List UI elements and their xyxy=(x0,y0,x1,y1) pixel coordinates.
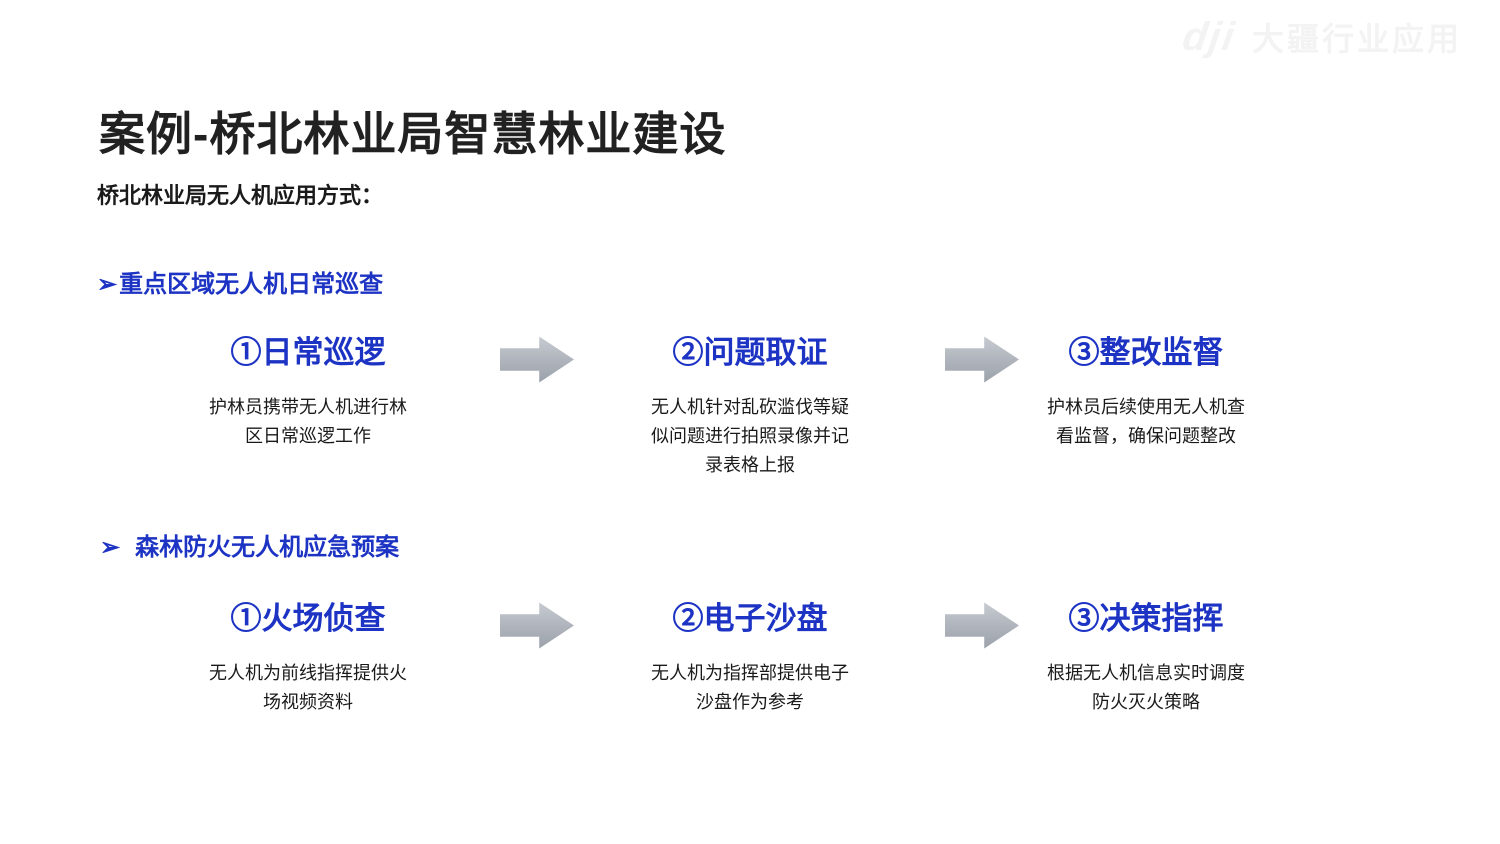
step-decision-command: ③决策指挥 根据无人机信息实时调度 防火灭火策略 xyxy=(1016,600,1276,717)
desc-line: 防火灭火策略 xyxy=(1092,692,1200,713)
step-title: ③决策指挥 xyxy=(1068,601,1224,636)
step-description: 无人机为指挥部提供电子 沙盘作为参考 xyxy=(620,659,880,717)
desc-line: 区日常巡逻工作 xyxy=(245,426,371,447)
step-description: 无人机针对乱砍滥伐等疑 似问题进行拍照录像并记 录表格上报 xyxy=(620,393,880,480)
arrowhead-bullet-icon: ➢ xyxy=(97,271,118,298)
step-title: ③整改监督 xyxy=(1068,335,1224,370)
desc-line: 无人机为指挥部提供电子 xyxy=(651,663,849,684)
desc-line: 看监督，确保问题整改 xyxy=(1056,426,1236,447)
desc-line: 录表格上报 xyxy=(705,455,795,476)
step-digital-sandtable: ②电子沙盘 无人机为指挥部提供电子 沙盘作为参考 xyxy=(620,600,880,717)
dji-logo-label: 大疆行业应用 xyxy=(1251,21,1462,57)
step-title: ②问题取证 xyxy=(672,335,828,370)
dji-logo-icon: dji xyxy=(1180,14,1240,59)
step-description: 护林员后续使用无人机查 看监督，确保问题整改 xyxy=(1016,393,1276,451)
desc-line: 场视频资料 xyxy=(263,692,353,713)
step-title: ②电子沙盘 xyxy=(672,601,828,636)
section-2-heading-label: 森林防火无人机应急预案 xyxy=(135,534,400,561)
step-evidence-collection: ②问题取证 无人机针对乱砍滥伐等疑 似问题进行拍照录像并记 录表格上报 xyxy=(620,334,880,480)
step-fire-scene-recon: ①火场侦查 无人机为前线指挥提供火 场视频资料 xyxy=(178,600,438,717)
desc-line: 沙盘作为参考 xyxy=(696,692,804,713)
step-title: ①日常巡逻 xyxy=(230,335,386,370)
arrowhead-bullet-icon: ➢ xyxy=(100,534,121,561)
right-arrow-icon xyxy=(500,602,574,649)
dji-watermark-logo: dji 大疆行业应用 xyxy=(1180,14,1462,60)
desc-line: 根据无人机信息实时调度 xyxy=(1047,663,1245,684)
step-daily-patrol: ①日常巡逻 护林员携带无人机进行林 区日常巡逻工作 xyxy=(178,334,438,451)
section-1-heading: ➢重点区域无人机日常巡查 xyxy=(97,264,383,299)
desc-line: 似问题进行拍照录像并记 xyxy=(651,426,849,447)
step-description: 无人机为前线指挥提供火 场视频资料 xyxy=(178,659,438,717)
step-description: 护林员携带无人机进行林 区日常巡逻工作 xyxy=(178,393,438,451)
desc-line: 护林员后续使用无人机查 xyxy=(1047,397,1245,418)
section-2-heading: ➢ 森林防火无人机应急预案 xyxy=(100,527,399,562)
step-title: ①火场侦查 xyxy=(230,601,386,636)
right-arrow-icon xyxy=(500,336,574,383)
page-title: 案例-桥北林业局智慧林业建设 xyxy=(99,108,727,160)
section-1-heading-label: 重点区域无人机日常巡查 xyxy=(119,271,384,298)
desc-line: 无人机为前线指挥提供火 xyxy=(209,663,407,684)
step-rectification-supervision: ③整改监督 护林员后续使用无人机查 看监督，确保问题整改 xyxy=(1016,334,1276,451)
desc-line: 护林员携带无人机进行林 xyxy=(209,397,407,418)
right-arrow-icon xyxy=(945,336,1019,383)
right-arrow-icon xyxy=(945,602,1019,649)
page-subtitle: 桥北林业局无人机应用方式： xyxy=(97,183,384,208)
desc-line: 无人机针对乱砍滥伐等疑 xyxy=(651,397,849,418)
step-description: 根据无人机信息实时调度 防火灭火策略 xyxy=(1016,659,1276,717)
